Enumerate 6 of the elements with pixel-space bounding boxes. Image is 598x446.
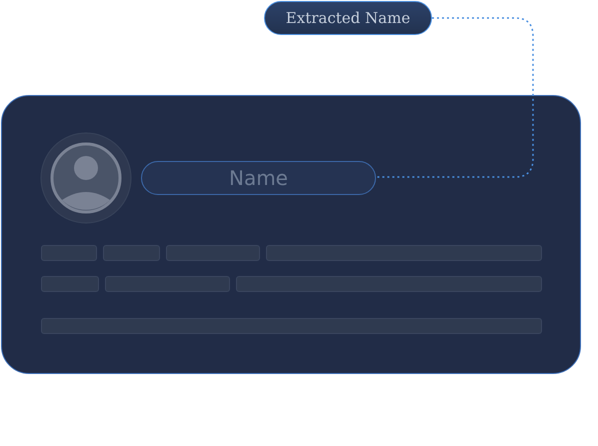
callout-label: Extracted Name [286, 9, 410, 27]
field-label: Name [228, 166, 288, 190]
id-card [1, 95, 581, 374]
leader-line [375, 17, 534, 178]
tag-pill [264, 1, 432, 35]
name-field [141, 161, 376, 195]
